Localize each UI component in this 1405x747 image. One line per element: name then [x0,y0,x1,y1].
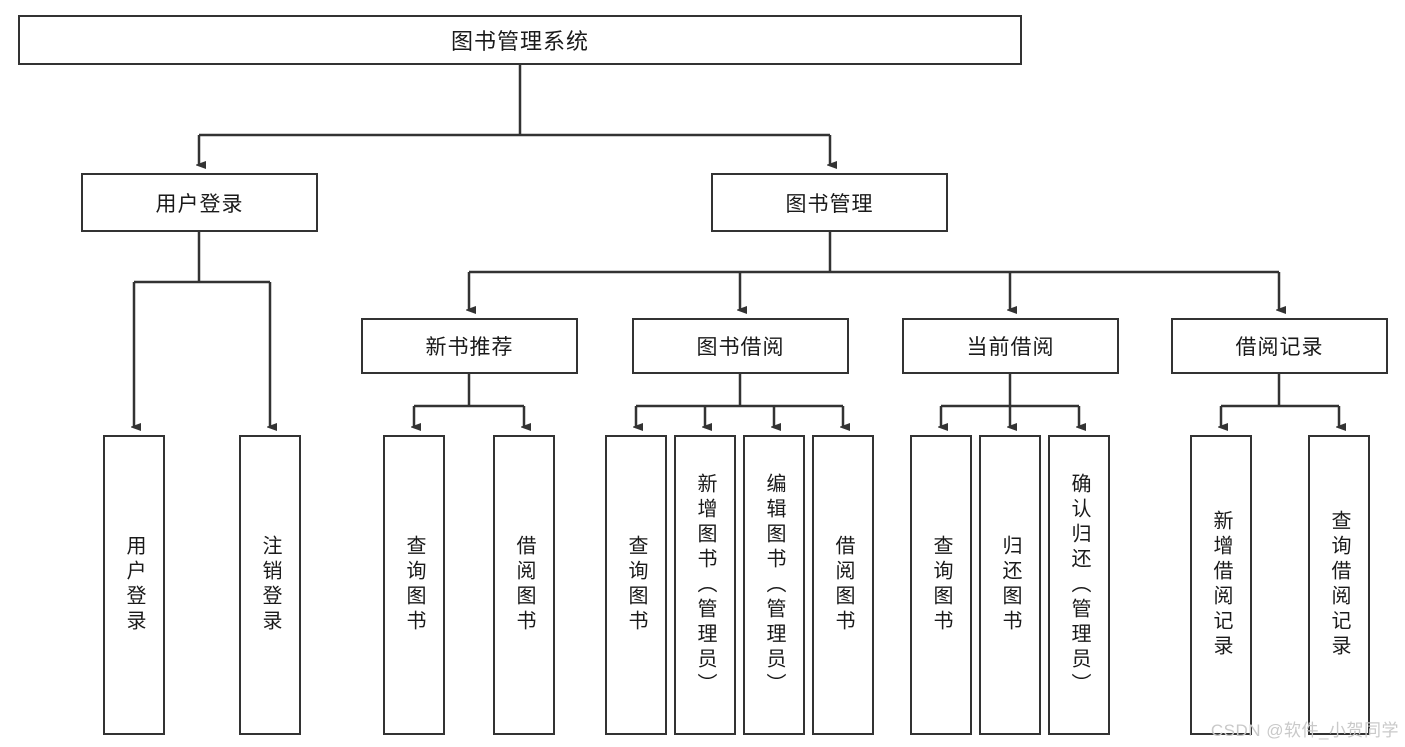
leaf-label: 借阅图书 [513,535,535,635]
leaf-borrow-add-book-admin[interactable]: 新增图书（管理员） [674,435,736,735]
leaf-current-return-book[interactable]: 归还图书 [979,435,1041,735]
node-label: 借阅记录 [1235,336,1324,359]
leaf-label: 查询图书 [625,535,647,635]
leaf-record-add-borrow-record[interactable]: 新增借阅记录 [1190,435,1252,735]
node-label: 用户登录 [155,192,244,216]
leaf-current-query-book[interactable]: 查询图书 [910,435,972,735]
leaf-label: 新增图书（管理员） [694,472,716,698]
node-label: 图书管理 [785,192,874,216]
leaf-user-login[interactable]: 用户登录 [103,435,165,735]
leaf-label: 新增借阅记录 [1210,510,1232,660]
leaf-label: 确认归还（管理员） [1068,472,1090,698]
leaf-record-query-borrow-record[interactable]: 查询借阅记录 [1308,435,1370,735]
leaf-label: 用户登录 [123,535,145,635]
node-root-system[interactable]: 图书管理系统 [18,15,1022,65]
leaf-borrow-borrow-book[interactable]: 借阅图书 [812,435,874,735]
node-new-book-recommend[interactable]: 新书推荐 [361,318,578,374]
leaf-label: 查询借阅记录 [1328,510,1350,660]
leaf-current-confirm-return-admin[interactable]: 确认归还（管理员） [1048,435,1110,735]
node-label: 图书借阅 [696,336,785,359]
leaf-label: 查询图书 [403,535,425,635]
leaf-label: 编辑图书（管理员） [763,472,785,698]
leaf-user-logout[interactable]: 注销登录 [239,435,301,735]
leaf-borrow-edit-book-admin[interactable]: 编辑图书（管理员） [743,435,805,735]
node-label: 当前借阅 [966,336,1055,359]
node-label: 新书推荐 [425,336,514,359]
leaf-borrow-query-book[interactable]: 查询图书 [605,435,667,735]
leaf-label: 借阅图书 [832,535,854,635]
node-book-borrow[interactable]: 图书借阅 [632,318,849,374]
node-book-management[interactable]: 图书管理 [711,173,948,232]
leaf-label: 归还图书 [999,535,1021,635]
node-user-login[interactable]: 用户登录 [81,173,318,232]
leaf-recommend-query-book[interactable]: 查询图书 [383,435,445,735]
leaf-recommend-borrow-book[interactable]: 借阅图书 [493,435,555,735]
watermark-text: CSDN @软件_小贺同学 [1210,721,1399,740]
leaf-label: 注销登录 [259,535,281,635]
node-current-borrow[interactable]: 当前借阅 [902,318,1119,374]
node-borrow-record[interactable]: 借阅记录 [1171,318,1388,374]
node-label: 图书管理系统 [450,29,589,54]
leaf-label: 查询图书 [930,535,952,635]
